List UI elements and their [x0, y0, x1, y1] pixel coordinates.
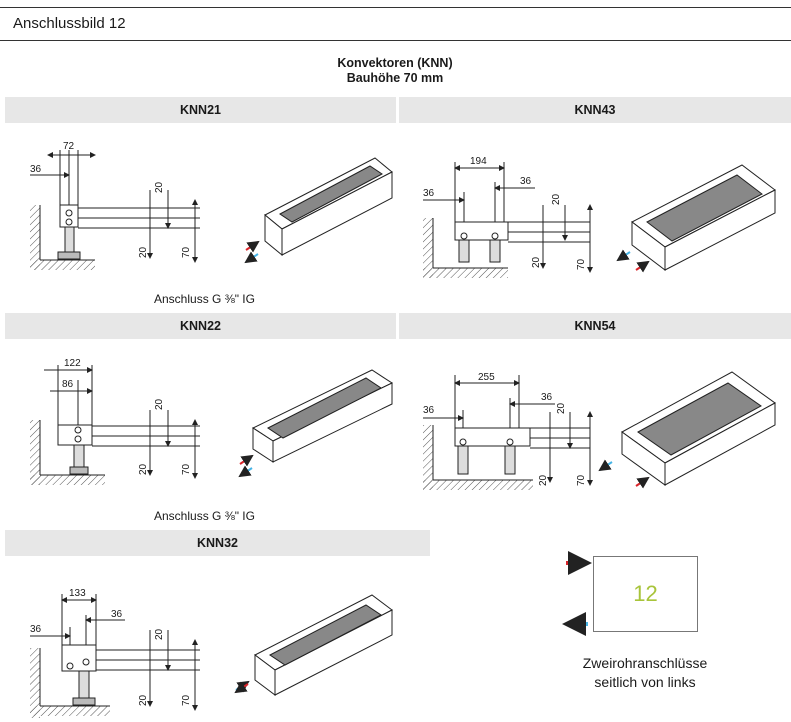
knn43-dim-outer: 194 — [470, 156, 487, 167]
knn32-dim-right: 36 — [111, 609, 123, 620]
knn22-dim-outer: 122 — [64, 358, 81, 369]
floor-hatch — [30, 260, 95, 270]
section-header-line2: Bauhöhe 70 mm — [346, 71, 444, 85]
knn54-dim-height: 70 — [576, 474, 587, 486]
wall-hatch — [30, 205, 40, 270]
knn21-dim-v-upper: 20 — [154, 181, 165, 193]
page-title: Anschlussbild 12 — [13, 15, 126, 32]
knn22-dim-height: 70 — [181, 463, 192, 475]
knn54-dim-v-upper: 20 — [556, 402, 567, 414]
knn32-dim-left: 36 — [30, 624, 42, 635]
knn43-dim-left: 36 — [423, 188, 435, 199]
knn22-dim-v-upper: 20 — [154, 398, 165, 410]
knn54-dim-v-lower: 20 — [538, 474, 549, 486]
panel-bar-knn22: KNN22 — [5, 313, 396, 339]
knn21-convector-iso — [264, 157, 393, 257]
knn43-dim-height: 70 — [576, 258, 587, 270]
section-header-line1: Konvektoren (KNN) — [337, 56, 453, 70]
knn54-convector-iso — [621, 371, 776, 486]
panel-bar-knn21: KNN21 — [5, 97, 396, 123]
panel-bar-knn54: KNN54 — [399, 313, 791, 339]
connection-caption-knn22: Anschluss G ⅜" IG — [154, 509, 255, 523]
knn54-dim-right: 36 — [541, 392, 553, 403]
legend-description: Zweirohranschlüsse seitlich von links — [540, 654, 750, 692]
knn43-dim-right: 36 — [520, 176, 532, 187]
knn32-convector-iso — [254, 594, 393, 696]
legend-box: 12 — [593, 556, 698, 632]
knn22-drawing — [30, 365, 200, 485]
connection-caption-knn21: Anschluss G ⅜" IG — [154, 292, 255, 306]
section-header: Konvektoren (KNN) Bauhöhe 70 mm — [290, 56, 500, 86]
knn54-drawing — [423, 375, 593, 490]
knn32-dim-height: 70 — [181, 694, 192, 706]
knn22-convector-iso — [251, 369, 394, 463]
knn21-dim-height: 70 — [181, 246, 192, 258]
knn21-dim-outer: 72 — [63, 141, 75, 152]
knn32-dim-outer: 133 — [69, 588, 86, 599]
knn54-dim-left: 36 — [423, 405, 435, 416]
legend-line1: Zweirohranschlüsse — [582, 655, 708, 671]
knn43-convector-iso — [631, 164, 776, 272]
knn54-dim-outer: 255 — [478, 372, 495, 383]
knn32-dim-v-lower: 20 — [138, 694, 149, 706]
knn21-dim-inner: 36 — [30, 164, 42, 175]
knn22-dim-inner: 86 — [62, 379, 74, 390]
legend-line2: seitlich von links — [594, 674, 696, 690]
knn22-dim-v-lower: 20 — [138, 463, 149, 475]
knn43-dim-v-lower: 20 — [531, 256, 542, 268]
knn21-drawing — [30, 150, 200, 270]
flow-arrows — [234, 240, 650, 694]
legend-number: 12 — [633, 581, 658, 606]
title-rule — [0, 40, 791, 41]
knn43-dim-v-upper: 20 — [551, 193, 562, 205]
panel-bar-knn32: KNN32 — [5, 530, 430, 556]
top-rule — [0, 7, 791, 8]
knn32-drawing — [30, 594, 200, 718]
knn43-drawing — [423, 162, 593, 278]
panel-bar-knn43: KNN43 — [399, 97, 791, 123]
knn32-dim-v-upper: 20 — [154, 628, 165, 640]
knn21-dim-v-lower: 20 — [138, 246, 149, 258]
